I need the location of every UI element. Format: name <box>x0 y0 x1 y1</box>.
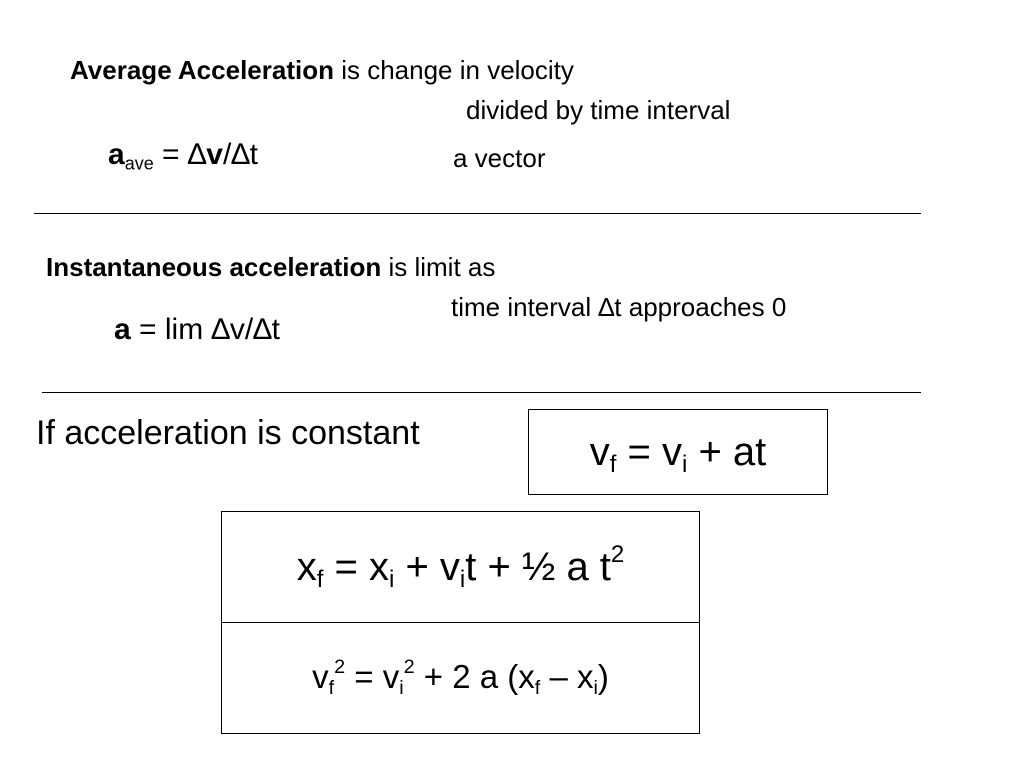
velocity-time-equation-box: vf = vi + at <box>528 409 828 495</box>
formula-a-symbol: a <box>108 138 125 171</box>
divider-2 <box>42 392 921 393</box>
instantaneous-acceleration-formula: a = lim ∆v/∆t <box>114 315 280 345</box>
eq3-p3: – x <box>540 658 594 695</box>
average-acceleration-text: is change in velocity <box>333 55 574 85</box>
average-acceleration-term: Average Acceleration <box>70 55 334 85</box>
instantaneous-acceleration-text: is limit as <box>381 252 496 282</box>
vector-note: a vector <box>453 143 546 173</box>
eq3-sub-f: f <box>328 676 335 699</box>
kinematic-equations-table: xf = xi + vit + ½ a t2 vf2 = vi2 + 2 a (… <box>221 511 700 734</box>
eq2-sup: 2 <box>610 540 625 568</box>
eq3-sup2: 2 <box>403 656 415 679</box>
formula-v-symbol: v <box>206 138 223 171</box>
instantaneous-acceleration-definition: Instantaneous acceleration is limit as <box>46 254 495 280</box>
eq3-p2: + 2 a (x <box>414 658 535 695</box>
eq2-p1: = x <box>323 544 389 589</box>
formula-delta: ∆ <box>187 138 207 171</box>
formula-delta-2: ∆ <box>231 138 250 171</box>
formula-t-symbol: t <box>249 138 259 171</box>
instantaneous-acceleration-term: Instantaneous acceleration <box>46 252 382 282</box>
eq2-p3: t + ½ a t <box>465 544 611 589</box>
eq1-sub-f: f <box>609 450 617 478</box>
average-acceleration-line2: divided by time interval <box>466 95 731 125</box>
formula-ave-subscript: ave <box>124 153 154 174</box>
eq1-sub-i: i <box>681 450 688 478</box>
eq2-p2: + v <box>394 544 460 589</box>
instantaneous-acceleration-line2: time interval ∆t approaches 0 <box>451 292 787 322</box>
eq2-sub-i2: i <box>459 565 466 593</box>
eq3-sub-i: i <box>399 676 404 699</box>
eq3-sub-i2: i <box>593 676 598 699</box>
eq3-p4: ) <box>597 658 609 695</box>
eq3-sup1: 2 <box>334 656 346 679</box>
eq3-p1: = v <box>345 658 400 695</box>
formula-a-bold: a <box>114 313 131 346</box>
eq2-sub-f: f <box>316 565 324 593</box>
position-equation-row: xf = xi + vit + ½ a t2 <box>222 512 699 622</box>
divider-1 <box>34 213 921 214</box>
eq2-sub-i1: i <box>388 565 395 593</box>
eq1-v: v <box>589 429 610 474</box>
eq1-mid: = v <box>616 429 682 474</box>
eq3-v: v <box>312 658 329 695</box>
formula-equals: = <box>153 138 188 171</box>
position-equation: xf = xi + vit + ½ a t2 <box>296 542 625 593</box>
table-divider <box>222 622 699 623</box>
velocity-position-equation-row: vf2 = vi2 + 2 a (xf – xi) <box>222 622 699 732</box>
velocity-position-equation: vf2 = vi2 + 2 a (xf – xi) <box>312 656 609 699</box>
formula-slash: / <box>222 138 232 171</box>
velocity-time-equation: vf = vi + at <box>589 429 767 478</box>
average-acceleration-definition: Average Acceleration is change in veloci… <box>70 57 574 83</box>
eq3-sub-f2: f <box>534 676 541 699</box>
average-acceleration-formula: aave = ∆v/∆t <box>108 138 259 174</box>
formula-limit: = lim ∆v/∆t <box>130 313 280 346</box>
eq1-end: + at <box>687 429 767 474</box>
constant-acceleration-label: If acceleration is constant <box>36 414 420 452</box>
eq2-x: x <box>296 544 317 589</box>
